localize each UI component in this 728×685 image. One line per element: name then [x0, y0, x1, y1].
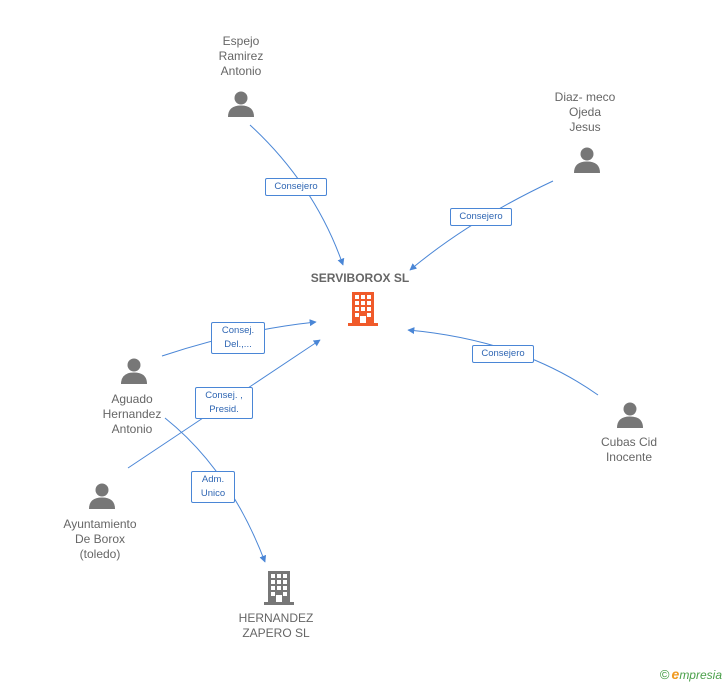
edge-label-ayuntamiento-serviborox: Consej. , Presid.	[195, 387, 253, 419]
node-label-aguado[interactable]: Aguado Hernandez Antonio	[102, 392, 162, 436]
brand-name: mpresia	[679, 668, 722, 682]
empresia-logo[interactable]: ©empresia	[660, 666, 722, 682]
node-label-ayuntamiento[interactable]: Ayuntamiento De Borox (toledo)	[63, 517, 137, 561]
person-icon[interactable]	[88, 481, 116, 509]
building-icon[interactable]	[264, 571, 294, 605]
edge-label-diaz-serviborox: Consejero	[450, 208, 512, 226]
node-label-hernandez[interactable]: HERNANDEZ ZAPERO SL	[238, 611, 314, 640]
person-icon[interactable]	[616, 400, 644, 428]
building-icon[interactable]	[348, 292, 378, 326]
copyright-symbol: ©	[659, 667, 670, 682]
node-label-espejo[interactable]: Espejo Ramirez Antonio	[218, 34, 264, 78]
main-node-label[interactable]: SERVIBOROX SL	[310, 271, 410, 285]
node-label-diaz[interactable]: Diaz- meco Ojeda Jesus	[554, 90, 616, 134]
node-label-cubas[interactable]: Cubas Cid Inocente	[600, 435, 658, 464]
edge-label-aguado-serviborox: Consej. Del.,...	[211, 322, 265, 354]
edge-label-cubas-serviborox: Consejero	[472, 345, 534, 363]
person-icon[interactable]	[573, 145, 601, 173]
person-icon[interactable]	[227, 89, 255, 117]
person-icon[interactable]	[120, 356, 148, 384]
edge-label-espejo-serviborox: Consejero	[265, 178, 327, 196]
brand-initial: e	[671, 666, 680, 682]
edge-label-aguado-hernandez: Adm. Unico	[191, 471, 235, 503]
